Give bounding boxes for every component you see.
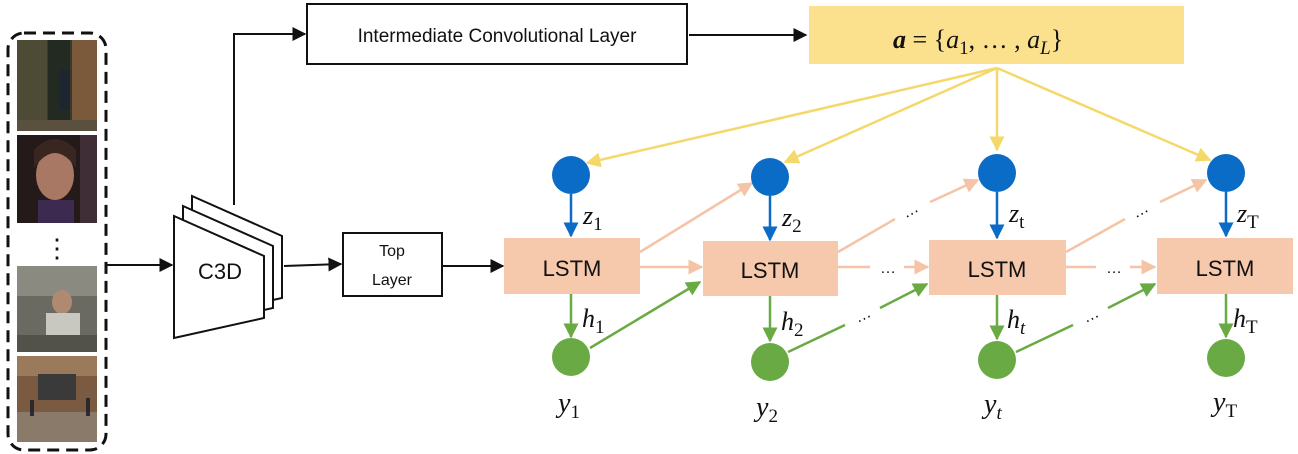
annotation-formula: a = {a1, … , aL} bbox=[893, 25, 1063, 59]
lstm-dots-2-t: … bbox=[880, 260, 896, 277]
y-node bbox=[552, 338, 590, 376]
lstm-dots-t-T: … bbox=[1106, 260, 1122, 277]
y2-lstmt-dots: … bbox=[852, 304, 874, 326]
attention-arrow-T bbox=[996, 66, 1212, 162]
input-frames-group: ⋮ bbox=[6, 31, 108, 452]
intermediate-layer-label: Intermediate Convolutional Layer bbox=[358, 26, 638, 47]
y-label: yt bbox=[981, 389, 1002, 424]
video-frame-4 bbox=[17, 356, 97, 442]
arrow-c3d-to-intermediate bbox=[233, 27, 307, 205]
z-label: z2 bbox=[781, 203, 802, 237]
lstm-box bbox=[929, 240, 1066, 295]
video-frame-2 bbox=[17, 135, 97, 223]
time-step-t: zt LSTM ht yt bbox=[929, 154, 1066, 424]
intermediate-layer-box: Intermediate Convolutional Layer bbox=[306, 3, 688, 65]
yt-to-lstmT-a bbox=[1015, 323, 1074, 354]
video-frame-1 bbox=[17, 40, 97, 131]
y-node bbox=[978, 341, 1016, 379]
annotation-box: a = {a1, … , aL} bbox=[809, 6, 1184, 64]
top-layer-label-line2: Layer bbox=[372, 272, 413, 289]
video-frame-3 bbox=[17, 266, 97, 352]
y-label: y1 bbox=[555, 388, 580, 423]
h-label: h2 bbox=[781, 307, 804, 341]
y-to-lstm-links: … … bbox=[589, 280, 1157, 354]
time-step-2: z2 LSTM h2 y2 bbox=[703, 158, 838, 427]
lstm-box bbox=[703, 241, 838, 296]
attention-arrow-1 bbox=[585, 66, 998, 168]
lstm-label: LSTM bbox=[741, 258, 800, 283]
lstm-box bbox=[1157, 238, 1293, 294]
y-label: yT bbox=[1210, 387, 1237, 422]
time-step-T: zT LSTM hT yT bbox=[1157, 154, 1293, 422]
y-label: y2 bbox=[753, 392, 778, 427]
lstm-label: LSTM bbox=[968, 257, 1027, 282]
lstmt-zT-dots: … bbox=[1129, 199, 1151, 222]
lstm2-to-zt-b bbox=[929, 178, 980, 204]
z-node bbox=[978, 154, 1016, 192]
y-node bbox=[751, 343, 789, 381]
lstm2-zt-dots: … bbox=[899, 199, 921, 222]
z-node bbox=[751, 158, 789, 196]
attention-arrow-2 bbox=[783, 66, 998, 164]
lstm2-to-zt-a bbox=[837, 217, 896, 254]
z-label: zt bbox=[1008, 199, 1025, 233]
lstm-box bbox=[504, 238, 640, 294]
z-node bbox=[1207, 154, 1245, 192]
input-frames-border bbox=[6, 31, 108, 452]
lstm-links: … … bbox=[640, 259, 1157, 277]
c3d-label: C3D bbox=[198, 259, 242, 284]
h-label: hT bbox=[1233, 304, 1258, 338]
y2-to-lstmt-b bbox=[879, 282, 929, 310]
lstm-label: LSTM bbox=[543, 256, 602, 281]
h-label: ht bbox=[1007, 305, 1026, 339]
lstmt-to-zT-a bbox=[1065, 217, 1126, 254]
top-layer-box: Top Layer bbox=[342, 232, 443, 297]
top-layer-label-line1: Top bbox=[379, 243, 405, 260]
lstm-label: LSTM bbox=[1196, 256, 1255, 281]
frames-ellipsis: ⋮ bbox=[44, 234, 70, 263]
lstmt-to-zT-b bbox=[1159, 178, 1208, 204]
arrow-c3d-to-top-layer bbox=[283, 257, 343, 272]
z-node bbox=[552, 156, 590, 194]
z-label: z1 bbox=[582, 201, 603, 235]
lstm-to-z-links: … … bbox=[639, 178, 1208, 254]
time-step-1: z1 LSTM h1 y1 bbox=[504, 156, 640, 423]
y1-to-lstm2 bbox=[589, 280, 702, 350]
h-label: h1 bbox=[582, 304, 605, 338]
yt-to-lstmT-b bbox=[1107, 282, 1157, 310]
c3d-block: C3D bbox=[173, 194, 283, 340]
attention-arrows bbox=[585, 66, 1212, 168]
z-label: zT bbox=[1236, 199, 1259, 233]
y-node bbox=[1207, 339, 1245, 377]
lstm1-to-z2 bbox=[639, 181, 754, 254]
y2-to-lstmt-a bbox=[787, 323, 846, 354]
yt-lstmT-dots: … bbox=[1080, 304, 1102, 326]
